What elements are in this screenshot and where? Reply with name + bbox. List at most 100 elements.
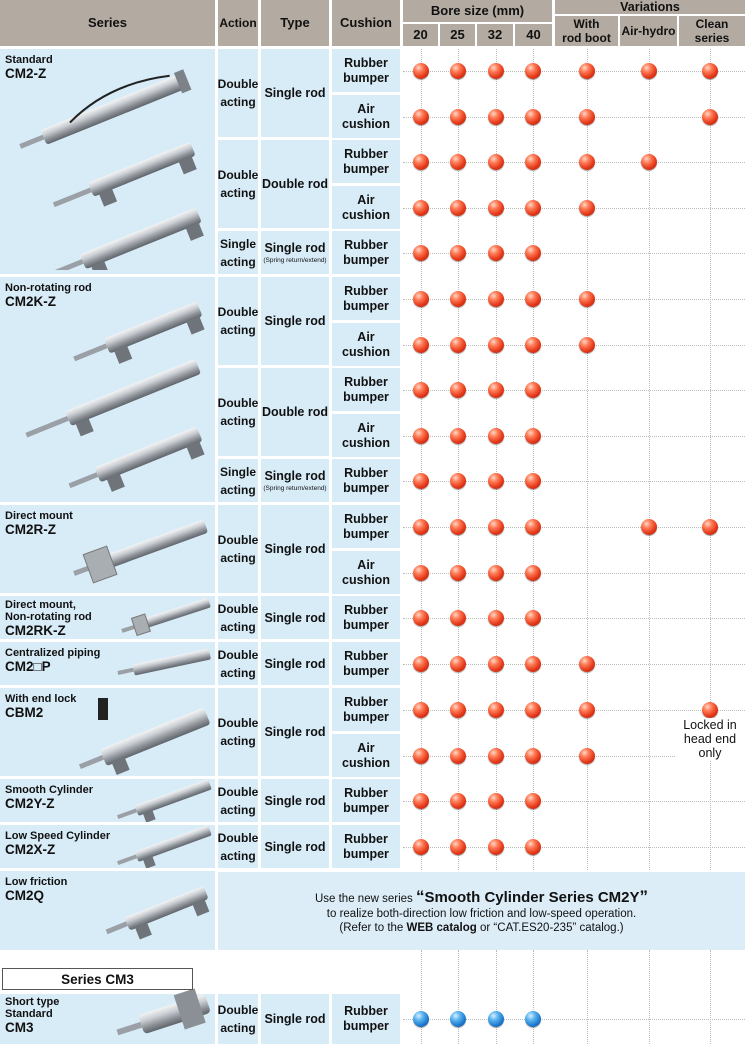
action-cell: Double acting <box>218 49 258 137</box>
cushion-cell: Rubber bumper <box>332 231 400 274</box>
available-mark <box>579 702 595 718</box>
available-mark-blue <box>450 1011 466 1027</box>
available-mark <box>525 702 541 718</box>
action-cell: Double acting <box>218 140 258 228</box>
available-mark <box>413 109 429 125</box>
action-cell: Double acting <box>218 642 258 685</box>
available-mark <box>525 428 541 444</box>
cushion-cell: Rubber bumper <box>332 825 400 868</box>
type-cell: Single rod <box>261 49 329 137</box>
grid-hline <box>403 117 745 118</box>
available-mark <box>488 839 504 855</box>
available-mark-blue <box>488 1011 504 1027</box>
header-variations: Variations <box>555 0 745 14</box>
cylinder-image-cm2x-z <box>116 825 212 868</box>
available-mark <box>579 109 595 125</box>
available-mark-blue <box>525 1011 541 1027</box>
cushion-cell: Rubber bumper <box>332 994 400 1044</box>
header-with-rod-boot: With rod boot <box>555 16 618 46</box>
available-mark <box>488 291 504 307</box>
action-cell: Double acting <box>218 596 258 639</box>
available-mark <box>488 337 504 353</box>
grid-vline <box>587 49 588 870</box>
message-line2: to realize both-direction low friction a… <box>326 907 637 920</box>
available-mark <box>525 337 541 353</box>
header-air-hydro: Air-hydro <box>620 16 677 46</box>
cushion-cell: Rubber bumper <box>332 140 400 183</box>
available-mark <box>450 382 466 398</box>
available-mark <box>450 109 466 125</box>
type-cell: Single rod <box>261 779 329 822</box>
grid-vline <box>710 49 711 870</box>
type-cell: Single rod(Spring return/extend) <box>261 459 329 502</box>
cylinder-image-cm2q <box>105 886 210 940</box>
cylinder-image-cbm2 <box>78 698 210 776</box>
available-mark <box>525 245 541 261</box>
available-mark <box>413 245 429 261</box>
grid-vline <box>496 49 497 870</box>
available-mark <box>413 154 429 170</box>
grid-vline <box>421 49 422 870</box>
available-mark-blue <box>413 1011 429 1027</box>
available-mark <box>488 610 504 626</box>
grid-hline <box>403 162 745 163</box>
available-mark <box>488 428 504 444</box>
cushion-cell: Air cushion <box>332 414 400 457</box>
available-mark <box>413 610 429 626</box>
grid-vline <box>458 950 459 1044</box>
grid-hline <box>403 71 745 72</box>
grid-vline <box>496 950 497 1044</box>
action-cell: Double acting <box>218 688 258 776</box>
available-mark <box>488 245 504 261</box>
action-cell: Single acting <box>218 231 258 274</box>
grid-vline <box>649 49 650 870</box>
cushion-cell: Rubber bumper <box>332 277 400 320</box>
cushion-cell: Rubber bumper <box>332 459 400 502</box>
available-mark <box>488 63 504 79</box>
cushion-cell: Air cushion <box>332 186 400 229</box>
available-mark <box>450 519 466 535</box>
available-mark <box>488 565 504 581</box>
grid-hline <box>403 710 745 711</box>
available-mark <box>450 245 466 261</box>
type-cell: Single rod <box>261 277 329 365</box>
series-cm3-title: Series CM3 <box>2 968 193 990</box>
available-mark <box>579 200 595 216</box>
available-mark <box>413 748 429 764</box>
cushion-cell: Rubber bumper <box>332 49 400 92</box>
action-cell: Double acting <box>218 825 258 868</box>
available-mark <box>488 109 504 125</box>
grid-hline <box>403 618 745 619</box>
type-cell: Double rod <box>261 140 329 228</box>
available-mark <box>525 748 541 764</box>
grid-hline <box>403 573 745 574</box>
available-mark <box>525 109 541 125</box>
grid-hline <box>403 847 745 848</box>
available-mark <box>413 382 429 398</box>
available-mark <box>579 291 595 307</box>
available-mark <box>488 473 504 489</box>
available-mark <box>413 200 429 216</box>
cylinder-image-cm3 <box>116 988 210 1036</box>
available-mark <box>579 337 595 353</box>
available-mark <box>450 291 466 307</box>
available-mark <box>413 473 429 489</box>
cushion-cell: Rubber bumper <box>332 368 400 411</box>
type-cell: Single rod <box>261 688 329 776</box>
available-mark <box>450 702 466 718</box>
grid-hline <box>403 527 745 528</box>
available-mark <box>579 63 595 79</box>
available-mark <box>579 656 595 672</box>
available-mark <box>450 428 466 444</box>
cushion-cell: Rubber bumper <box>332 642 400 685</box>
available-mark <box>413 793 429 809</box>
grid-vline <box>587 950 588 1044</box>
message-line3c: or “CAT.ES20-235” catalog.) <box>476 921 624 934</box>
available-mark <box>641 63 657 79</box>
cylinder-image-cm2y-z <box>116 779 212 822</box>
